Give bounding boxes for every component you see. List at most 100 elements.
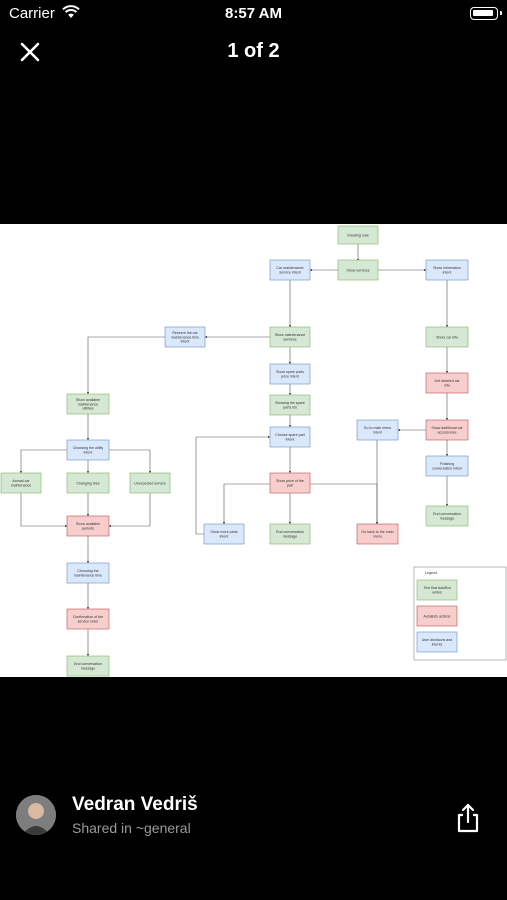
wifi-icon [62, 5, 80, 24]
flow-node-reserve-box [164, 326, 206, 348]
legend-item-2-box [416, 605, 458, 627]
flow-node-annual-box [0, 472, 42, 494]
flow-node-finishing-box [425, 455, 469, 477]
legend-item-2: AutoBots actions [416, 605, 458, 627]
legend-title: Legend [425, 571, 437, 575]
flow-node-car-maintenance-box [269, 259, 311, 281]
status-bar: Carrier 8:57 AM [0, 0, 507, 28]
flow-node-greeting-label: Greeting note [347, 233, 369, 237]
flow-node-choose-spare-box [269, 426, 311, 448]
flow-node-confirmation-box [66, 608, 110, 630]
close-button[interactable] [16, 38, 44, 66]
flow-node-show-additional-box [425, 419, 469, 441]
image-footer: Vedran Vedriš Shared in ~general [0, 780, 507, 860]
viewer-header: 1 of 2 [0, 30, 507, 74]
flow-node-choosing-time-box [66, 562, 110, 584]
flow-node-show-information-box [425, 259, 469, 281]
flow-node-showing-spare-box [269, 394, 311, 416]
author-name: Vedran Vedriš [72, 794, 198, 815]
flow-node-show-services: Show services [337, 259, 379, 281]
channel-label: Shared in ~general [72, 820, 191, 836]
flow-node-show-car-info: Show car info [425, 326, 469, 348]
share-button[interactable] [455, 802, 481, 834]
legend-item-2-label: AutoBots actions [424, 614, 451, 618]
flow-node-unexpected-box [129, 472, 171, 494]
flow-node-show-spare-box [269, 363, 311, 385]
flow-node-show-services-box [337, 259, 379, 281]
flow-node-show-price-box [269, 472, 311, 494]
flow-node-show-more-box [203, 523, 245, 545]
flow-node-greeting-box [337, 225, 379, 245]
legend-item-1-box [416, 579, 458, 601]
page-counter: 1 of 2 [227, 40, 280, 62]
flow-node-changing-tires: Changing tires [66, 472, 110, 494]
flow-node-end-conv-right-box [425, 505, 469, 527]
clock: 8:57 AM [225, 5, 282, 22]
avatar[interactable] [16, 795, 56, 835]
flow-node-choosing-utility-box [66, 439, 110, 461]
avatar-image [16, 795, 56, 835]
flow-node-unexpected-label: Unexpected service [134, 481, 166, 485]
carrier-label: Carrier [9, 5, 55, 22]
flow-node-go-back-box [356, 523, 399, 545]
flow-node-show-periods-box [66, 515, 110, 537]
flow-node-unexpected: Unexpected service [129, 472, 171, 494]
flow-node-get-detailed-box [425, 372, 469, 394]
flow-node-show-car-info-label: Show car info [436, 335, 458, 339]
flow-node-go-main-menu-box [356, 419, 399, 441]
flow-node-show-car-info-box [425, 326, 469, 348]
flow-node-show-maint-services-box [269, 326, 311, 348]
battery-icon [470, 7, 502, 20]
legend-item-3-box [416, 631, 458, 653]
flow-node-show-available-utilities-box [66, 393, 110, 415]
flow-node-end-conv-left-box [66, 655, 110, 677]
share-icon [457, 803, 479, 833]
